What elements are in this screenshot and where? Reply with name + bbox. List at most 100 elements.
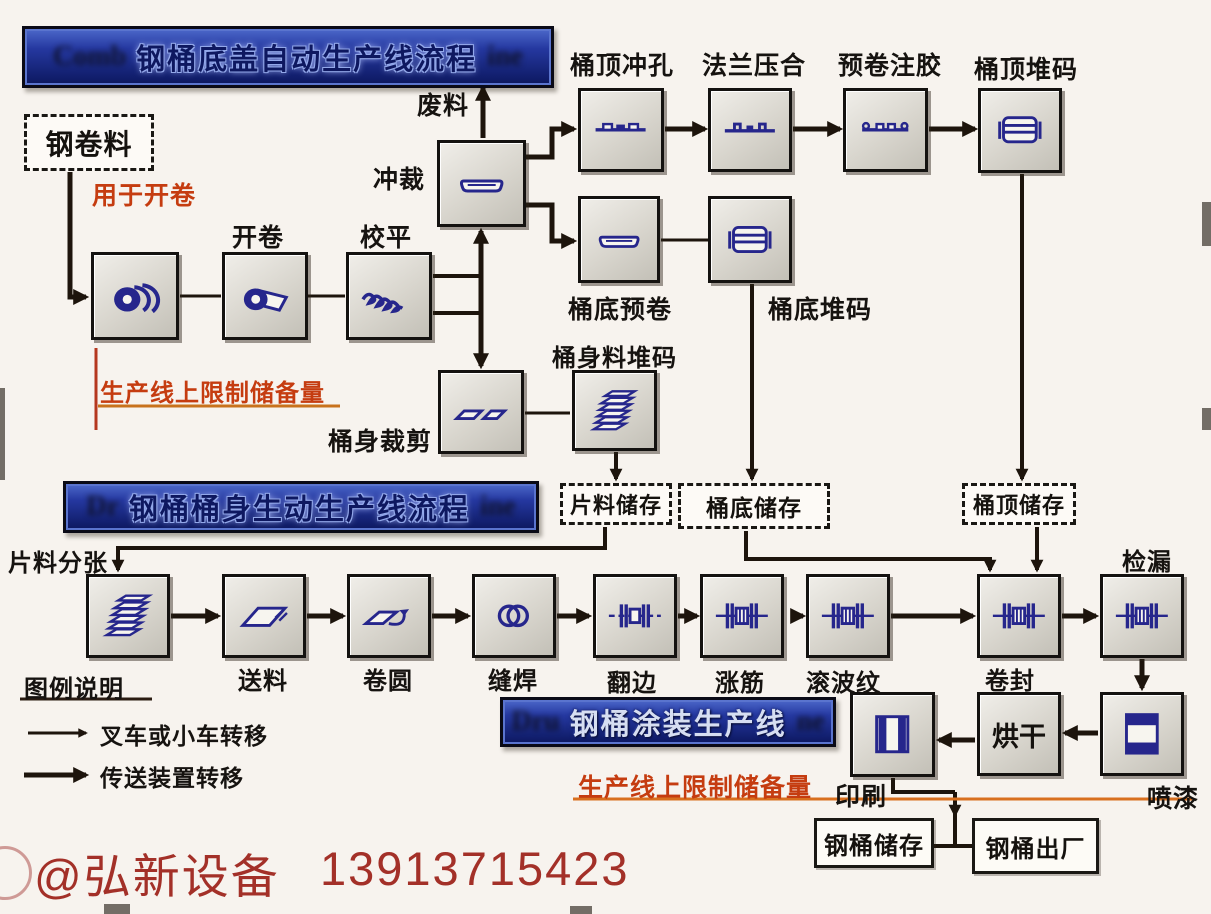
top-storage-box-label: 桶顶储存 xyxy=(972,493,1065,518)
label-printing: 印刷 xyxy=(835,783,888,811)
spray-painting-box xyxy=(1100,692,1184,776)
label-seaming: 卷封 xyxy=(985,668,1035,695)
cyl-flange-icon xyxy=(596,577,674,655)
label-rolling: 卷圆 xyxy=(363,668,413,695)
sheet-curl-icon xyxy=(350,577,428,655)
coil-icon xyxy=(94,255,176,337)
label-line-stock-limit-1: 生产线上限制储备量 xyxy=(100,380,325,407)
banner-title: 钢桶涂装生产线 xyxy=(569,709,787,741)
uncoil-icon xyxy=(225,255,305,337)
label-leveling: 校平 xyxy=(360,224,413,252)
blanking-box xyxy=(437,140,526,227)
flanging-box xyxy=(593,574,677,658)
label-leak-testing: 检漏 xyxy=(1122,549,1172,576)
legend-item-forklift: 叉车或小车转移 xyxy=(100,723,268,749)
scan-artifact xyxy=(1202,202,1211,246)
top-stacking-box xyxy=(978,88,1062,173)
top-storage-box: 桶顶储存 xyxy=(962,483,1076,525)
flow-line xyxy=(526,202,578,250)
banner-english-fragment: ne xyxy=(796,706,825,737)
label-feeding: 送料 xyxy=(238,668,288,695)
sheet-storage-box: 片料储存 xyxy=(560,483,672,525)
label-bottom-stacking: 桶底堆码 xyxy=(768,296,873,324)
drying-box: 烘干 xyxy=(977,692,1061,776)
label-waste: 废料 xyxy=(417,92,470,120)
cyl-rib-icon xyxy=(1103,577,1181,655)
label-body-cutting: 桶身裁剪 xyxy=(328,428,433,456)
banner-english-fragment: Dr xyxy=(86,491,119,522)
lid-punch-icon xyxy=(581,91,661,169)
label-beading: 涨筋 xyxy=(715,670,765,697)
leak-testing-box xyxy=(1100,574,1184,658)
banner-english-fragment: ine xyxy=(479,491,516,522)
tray-icon xyxy=(440,143,523,224)
tray-icon xyxy=(581,199,657,280)
seaming-box xyxy=(977,574,1061,658)
banner-title: 钢桶桶身生动生产线流程 xyxy=(128,494,470,526)
body-sheet-stacking-box xyxy=(572,370,657,451)
label-flanging: 翻边 xyxy=(607,670,657,697)
banner-english-fragment: Comb xyxy=(53,41,127,72)
printing-box xyxy=(850,692,935,777)
rolling-box xyxy=(347,574,431,658)
corrugating-box xyxy=(806,574,890,658)
cyl-rib-icon xyxy=(980,577,1058,655)
scan-artifact xyxy=(1202,408,1211,430)
label-top-punching: 桶顶冲孔 xyxy=(570,52,675,80)
flow-line xyxy=(526,120,578,160)
sheets2-icon xyxy=(441,373,521,451)
flow-line xyxy=(111,527,607,573)
seam-welding-box xyxy=(472,574,556,658)
beading-box xyxy=(700,574,784,658)
level-icon xyxy=(349,255,429,337)
section-banner-2: Dr 钢桶桶身生动生产线流程 ine xyxy=(63,481,539,533)
flow-line xyxy=(891,778,955,794)
cyl-rib-icon xyxy=(809,577,887,655)
banner-english-fragment: Dru xyxy=(511,706,560,737)
drum-front-v-icon xyxy=(853,695,932,774)
bottom-storage-box-label: 桶底储存 xyxy=(706,495,802,521)
label-uncoiling: 开卷 xyxy=(232,224,285,252)
watermark-handle: @弘新设备 xyxy=(34,850,280,903)
legend-title: 图例说明 xyxy=(24,676,124,703)
label-for-uncoiling: 用于开卷 xyxy=(92,182,197,210)
lid-press-icon xyxy=(711,91,789,169)
steel-coil-material-box-label: 钢卷料 xyxy=(45,128,133,160)
body-cutting-box xyxy=(438,370,524,454)
scan-artifact xyxy=(570,906,592,914)
leveling-box xyxy=(346,252,432,340)
watermark-phone: 13913715423 xyxy=(320,842,630,895)
sheet-icon xyxy=(225,577,303,655)
drum-shipping-box: 钢桶出厂 xyxy=(972,818,1099,874)
top-punching-box xyxy=(578,88,664,172)
steel-coil-material-box: 钢卷料 xyxy=(24,114,154,171)
drum-front-h-icon xyxy=(1103,695,1181,773)
uncoiling-box xyxy=(222,252,308,340)
label-corrugating: 滚波纹 xyxy=(806,670,881,697)
drum-shipping-box-label: 钢桶出厂 xyxy=(985,835,1086,863)
scan-artifact xyxy=(0,388,5,480)
sheet-stack-icon xyxy=(89,577,167,655)
label-line-stock-limit-2: 生产线上限制储备量 xyxy=(578,774,813,802)
label-sheet-separating: 片料分张 xyxy=(8,550,108,577)
flow-line xyxy=(67,172,90,306)
feeding-box xyxy=(222,574,306,658)
section-banner-3: Dru 钢桶涂装生产线 ne xyxy=(500,697,836,747)
cyl-rib-icon xyxy=(703,577,781,655)
legend-item-conveyor: 传送装置转移 xyxy=(100,765,244,791)
drying-box-label: 烘干 xyxy=(992,721,1046,752)
label-body-sheet-stacking: 桶身料堆码 xyxy=(552,345,677,372)
rings-icon xyxy=(475,577,553,655)
drum-storage-box: 钢桶储存 xyxy=(814,818,934,868)
bottom-storage-box: 桶底储存 xyxy=(678,483,830,529)
lid-glue-icon xyxy=(846,91,925,169)
label-blanking: 冲裁 xyxy=(373,166,426,194)
label-bottom-precurl: 桶底预卷 xyxy=(568,296,673,324)
label-flange-pressing: 法兰压合 xyxy=(702,52,807,80)
bottom-precurl-box xyxy=(578,196,660,283)
bottom-stacking-box xyxy=(708,196,792,283)
label-top-stacking: 桶顶堆码 xyxy=(974,56,1079,84)
